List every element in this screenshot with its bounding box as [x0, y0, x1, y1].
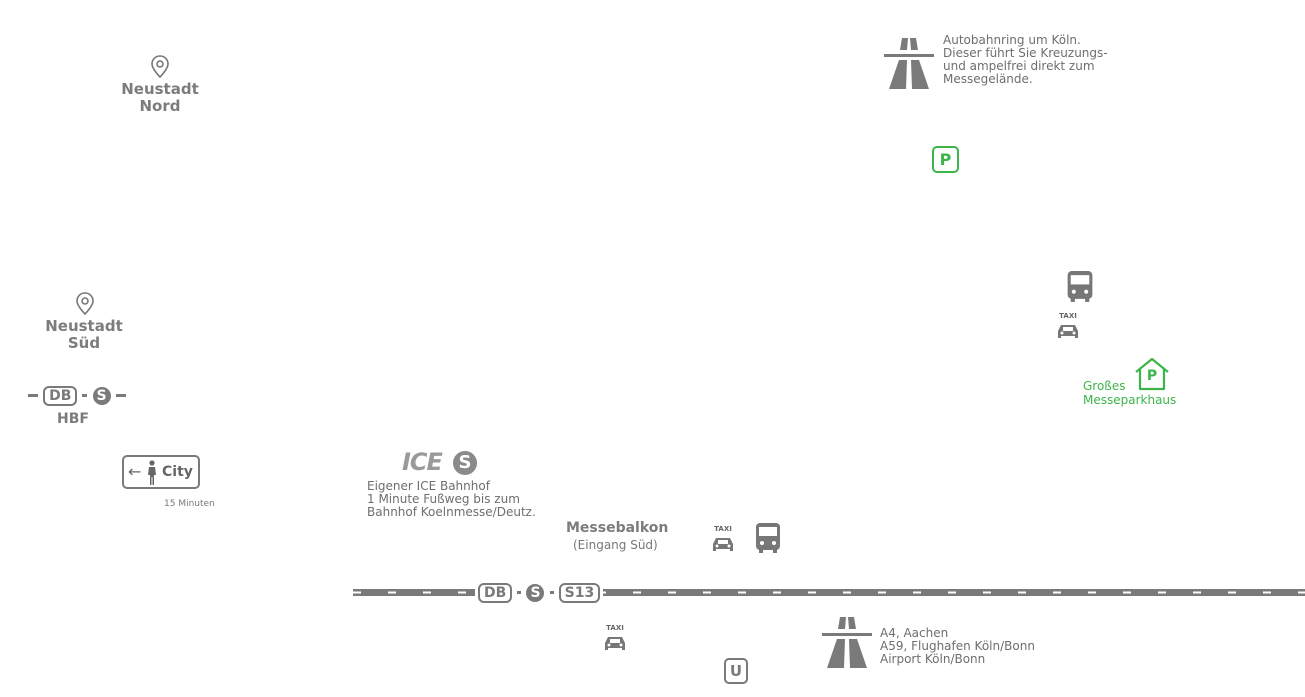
autobahnring-line-1: Autobahnring um Köln. [943, 33, 1081, 47]
ice-description: Eigener ICE Bahnhof 1 Minute Fußweg bis … [367, 480, 536, 519]
s-bahn-icon: S [453, 451, 477, 475]
rail-dash [28, 394, 38, 397]
s-bahn-icon: S [92, 387, 111, 405]
a4-line-2: A59, Flughafen Köln/Bonn [880, 639, 1035, 653]
rail-dash [82, 394, 88, 397]
db-badge: DB [478, 583, 513, 603]
autobahnring-line-2: Dieser führt Sie Kreuzungs- [943, 46, 1108, 60]
parkhaus-p-letter: P [1146, 368, 1158, 384]
district-neustadt-sued: Neustadt Süd [45, 317, 123, 352]
parking-garage-icon [1135, 357, 1169, 391]
db-badge: DB [43, 386, 78, 406]
city-walk-sign[interactable]: ← City [122, 455, 200, 489]
rail-line [353, 589, 1305, 596]
bus-icon [756, 523, 780, 553]
a4-line-3: Airport Köln/Bonn [880, 652, 986, 666]
city-time: 15 Minuten [164, 499, 215, 509]
ice-label: ICE [402, 448, 443, 476]
ice-line-2: 1 Minute Fußweg bis zum [367, 492, 520, 506]
hbf-station-badges: DB S [28, 385, 126, 406]
hbf-label: HBF [57, 411, 89, 427]
autobahn-icon [884, 38, 934, 89]
taxi-label: TAXI [606, 624, 624, 632]
rail-dash [517, 591, 522, 594]
autobahnring-line-3: und ampelfrei direkt zum [943, 59, 1095, 73]
autobahn-icon [822, 617, 872, 668]
s13-badge: S13 [558, 583, 601, 603]
location-pin-icon [76, 292, 94, 316]
a4-description: A4, Aachen A59, Flughafen Köln/Bonn Airp… [880, 627, 1035, 666]
rail-dash [115, 394, 126, 397]
taxi-icon [713, 538, 733, 551]
autobahnring-line-4: Messegelände. [943, 72, 1033, 86]
rail-station-badges: DB S S13 [475, 582, 604, 603]
parking-icon: P [932, 146, 959, 173]
messebalkon-subtitle: (Eingang Süd) [573, 538, 658, 552]
s-bahn-icon: S [526, 584, 545, 602]
district-neustadt-nord: Neustadt Nord [121, 80, 199, 115]
pedestrian-icon [148, 460, 156, 485]
ice-line-1: Eigener ICE Bahnhof [367, 479, 490, 493]
taxi-label: TAXI [714, 525, 732, 533]
city-label: City [162, 464, 193, 480]
taxi-icon [605, 637, 625, 650]
arrow-left-icon: ← [128, 462, 142, 481]
bus-icon [1067, 271, 1093, 302]
taxi-label: TAXI [1059, 312, 1077, 320]
parkhaus-line-2: Messeparkhaus [1083, 393, 1177, 407]
messebalkon-title: Messebalkon [566, 520, 669, 536]
parkhaus-label: Großes Messeparkhaus [1083, 379, 1176, 407]
rail-dash [549, 591, 554, 594]
parkhaus-line-1: Großes [1083, 379, 1126, 393]
a4-line-1: A4, Aachen [880, 626, 949, 640]
ice-line-3: Bahnhof Koelnmesse/Deutz. [367, 505, 536, 519]
location-pin-icon [151, 55, 169, 79]
u-bahn-icon: U [724, 658, 748, 684]
autobahnring-description: Autobahnring um Köln. Dieser führt Sie K… [943, 34, 1108, 86]
taxi-icon [1058, 325, 1078, 338]
